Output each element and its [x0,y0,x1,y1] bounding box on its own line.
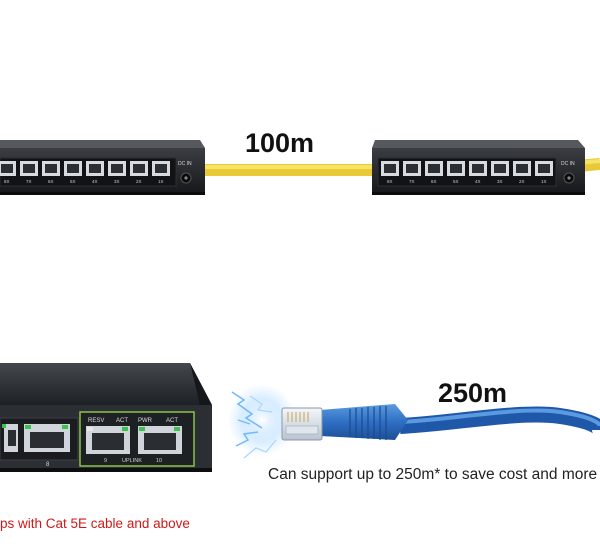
port-label: 5X [453,179,459,184]
port-label: 3X [497,179,503,184]
port-label: 8X [387,179,393,184]
right-network-switch: 8X 7X 6X 5X 4X 3X 2X 1X DC IN [372,140,585,195]
act-label: ACT [166,418,178,424]
electric-spark [228,384,296,459]
cable-note: ps with Cat 5E cable and above [0,516,190,531]
poe-switch: 8 RESV ACT PWR ACT 9 UPLINK 10 [0,363,212,472]
port-8-label: 8 [46,462,50,468]
pwr-label: PWR [138,418,153,424]
port-label: 4X [92,179,98,184]
rj45-port [381,161,399,176]
rj45-port [425,161,443,176]
rj45-port [469,161,487,176]
port-label: 6X [431,179,437,184]
rj45-port [152,161,170,176]
port-label: 8X [4,179,10,184]
rj45-port [0,161,16,176]
port-9-label: 9 [104,458,107,464]
port-label: 3X [114,179,120,184]
port-label: 2X [136,179,142,184]
rj45-port [535,161,553,176]
distance-label-250m: 250m [438,378,508,408]
dc-in-label: DC IN [178,161,192,167]
rj45-port [491,161,509,176]
distance-label-100m: 100m [245,128,315,158]
port-label: 5X [70,179,76,184]
blue-ethernet-cable [281,404,600,441]
port-label: 7X [26,179,32,184]
rj45-port [42,161,60,176]
rj45-port [403,161,421,176]
port-label: 7X [409,179,415,184]
rj45-port [86,161,104,176]
port-10-label: 10 [156,458,162,464]
uplink-label: UPLINK [122,458,142,464]
port-label: 2X [519,179,525,184]
dc-in-label: DC IN [561,161,575,167]
rj45-port [64,161,82,176]
rj45-port [513,161,531,176]
left-network-switch: 8X 7X 6X 5X 4X 3X 2X 1X DC IN [0,140,205,195]
port-label: 1X [158,179,164,184]
rj45-port [130,161,148,176]
resv-label: RESV [88,418,104,424]
port-label: 1X [541,179,547,184]
rj45-port [20,161,38,176]
rj45-port [108,161,126,176]
port-label: 6X [48,179,54,184]
port-label: 4X [475,179,481,184]
rj45-port [447,161,465,176]
act-label: ACT [116,418,128,424]
caption-text: Can support up to 250m* to save cost and… [268,466,598,483]
